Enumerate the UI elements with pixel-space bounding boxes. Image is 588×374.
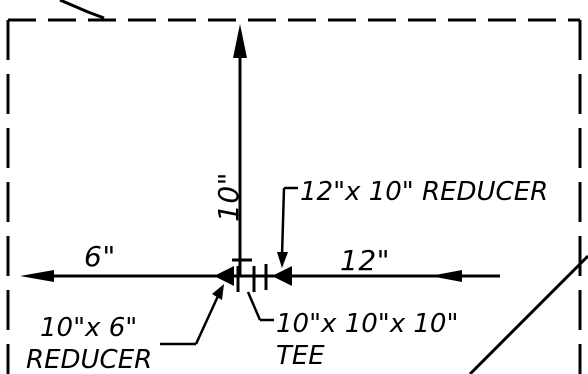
corner-fragment xyxy=(59,0,105,20)
diagonal-line xyxy=(468,254,588,374)
reducer-left-label-line2: REDUCER xyxy=(26,345,152,374)
dim-right-label: 12" xyxy=(340,244,390,277)
leader-arrow-down-icon xyxy=(277,252,288,268)
dim-vertical-label: 10" xyxy=(212,172,245,222)
leader-arrow-up-icon xyxy=(212,284,224,300)
arrow-left-icon xyxy=(20,270,54,282)
reducer-left-label-line1: 10"x 6" xyxy=(40,313,137,343)
reducer-top-label: 12"x 10" REDUCER xyxy=(300,177,548,207)
leader-tee xyxy=(246,291,274,322)
arrow-up-icon xyxy=(233,24,247,58)
right-reducer-symbol xyxy=(272,266,292,286)
vertical-pipe xyxy=(233,24,247,276)
left-reducer-symbol xyxy=(214,266,234,286)
dim-left-label: 6" xyxy=(84,240,116,273)
fittings xyxy=(214,258,292,292)
leader-reducer-left xyxy=(160,284,224,346)
dashed-border xyxy=(6,18,582,374)
arrow-right-flow-icon xyxy=(430,270,462,282)
leader-reducer-top xyxy=(277,186,298,268)
tee-label-line1: 10"x 10"x 10" xyxy=(276,309,458,339)
tee-label-line2: TEE xyxy=(276,341,325,371)
